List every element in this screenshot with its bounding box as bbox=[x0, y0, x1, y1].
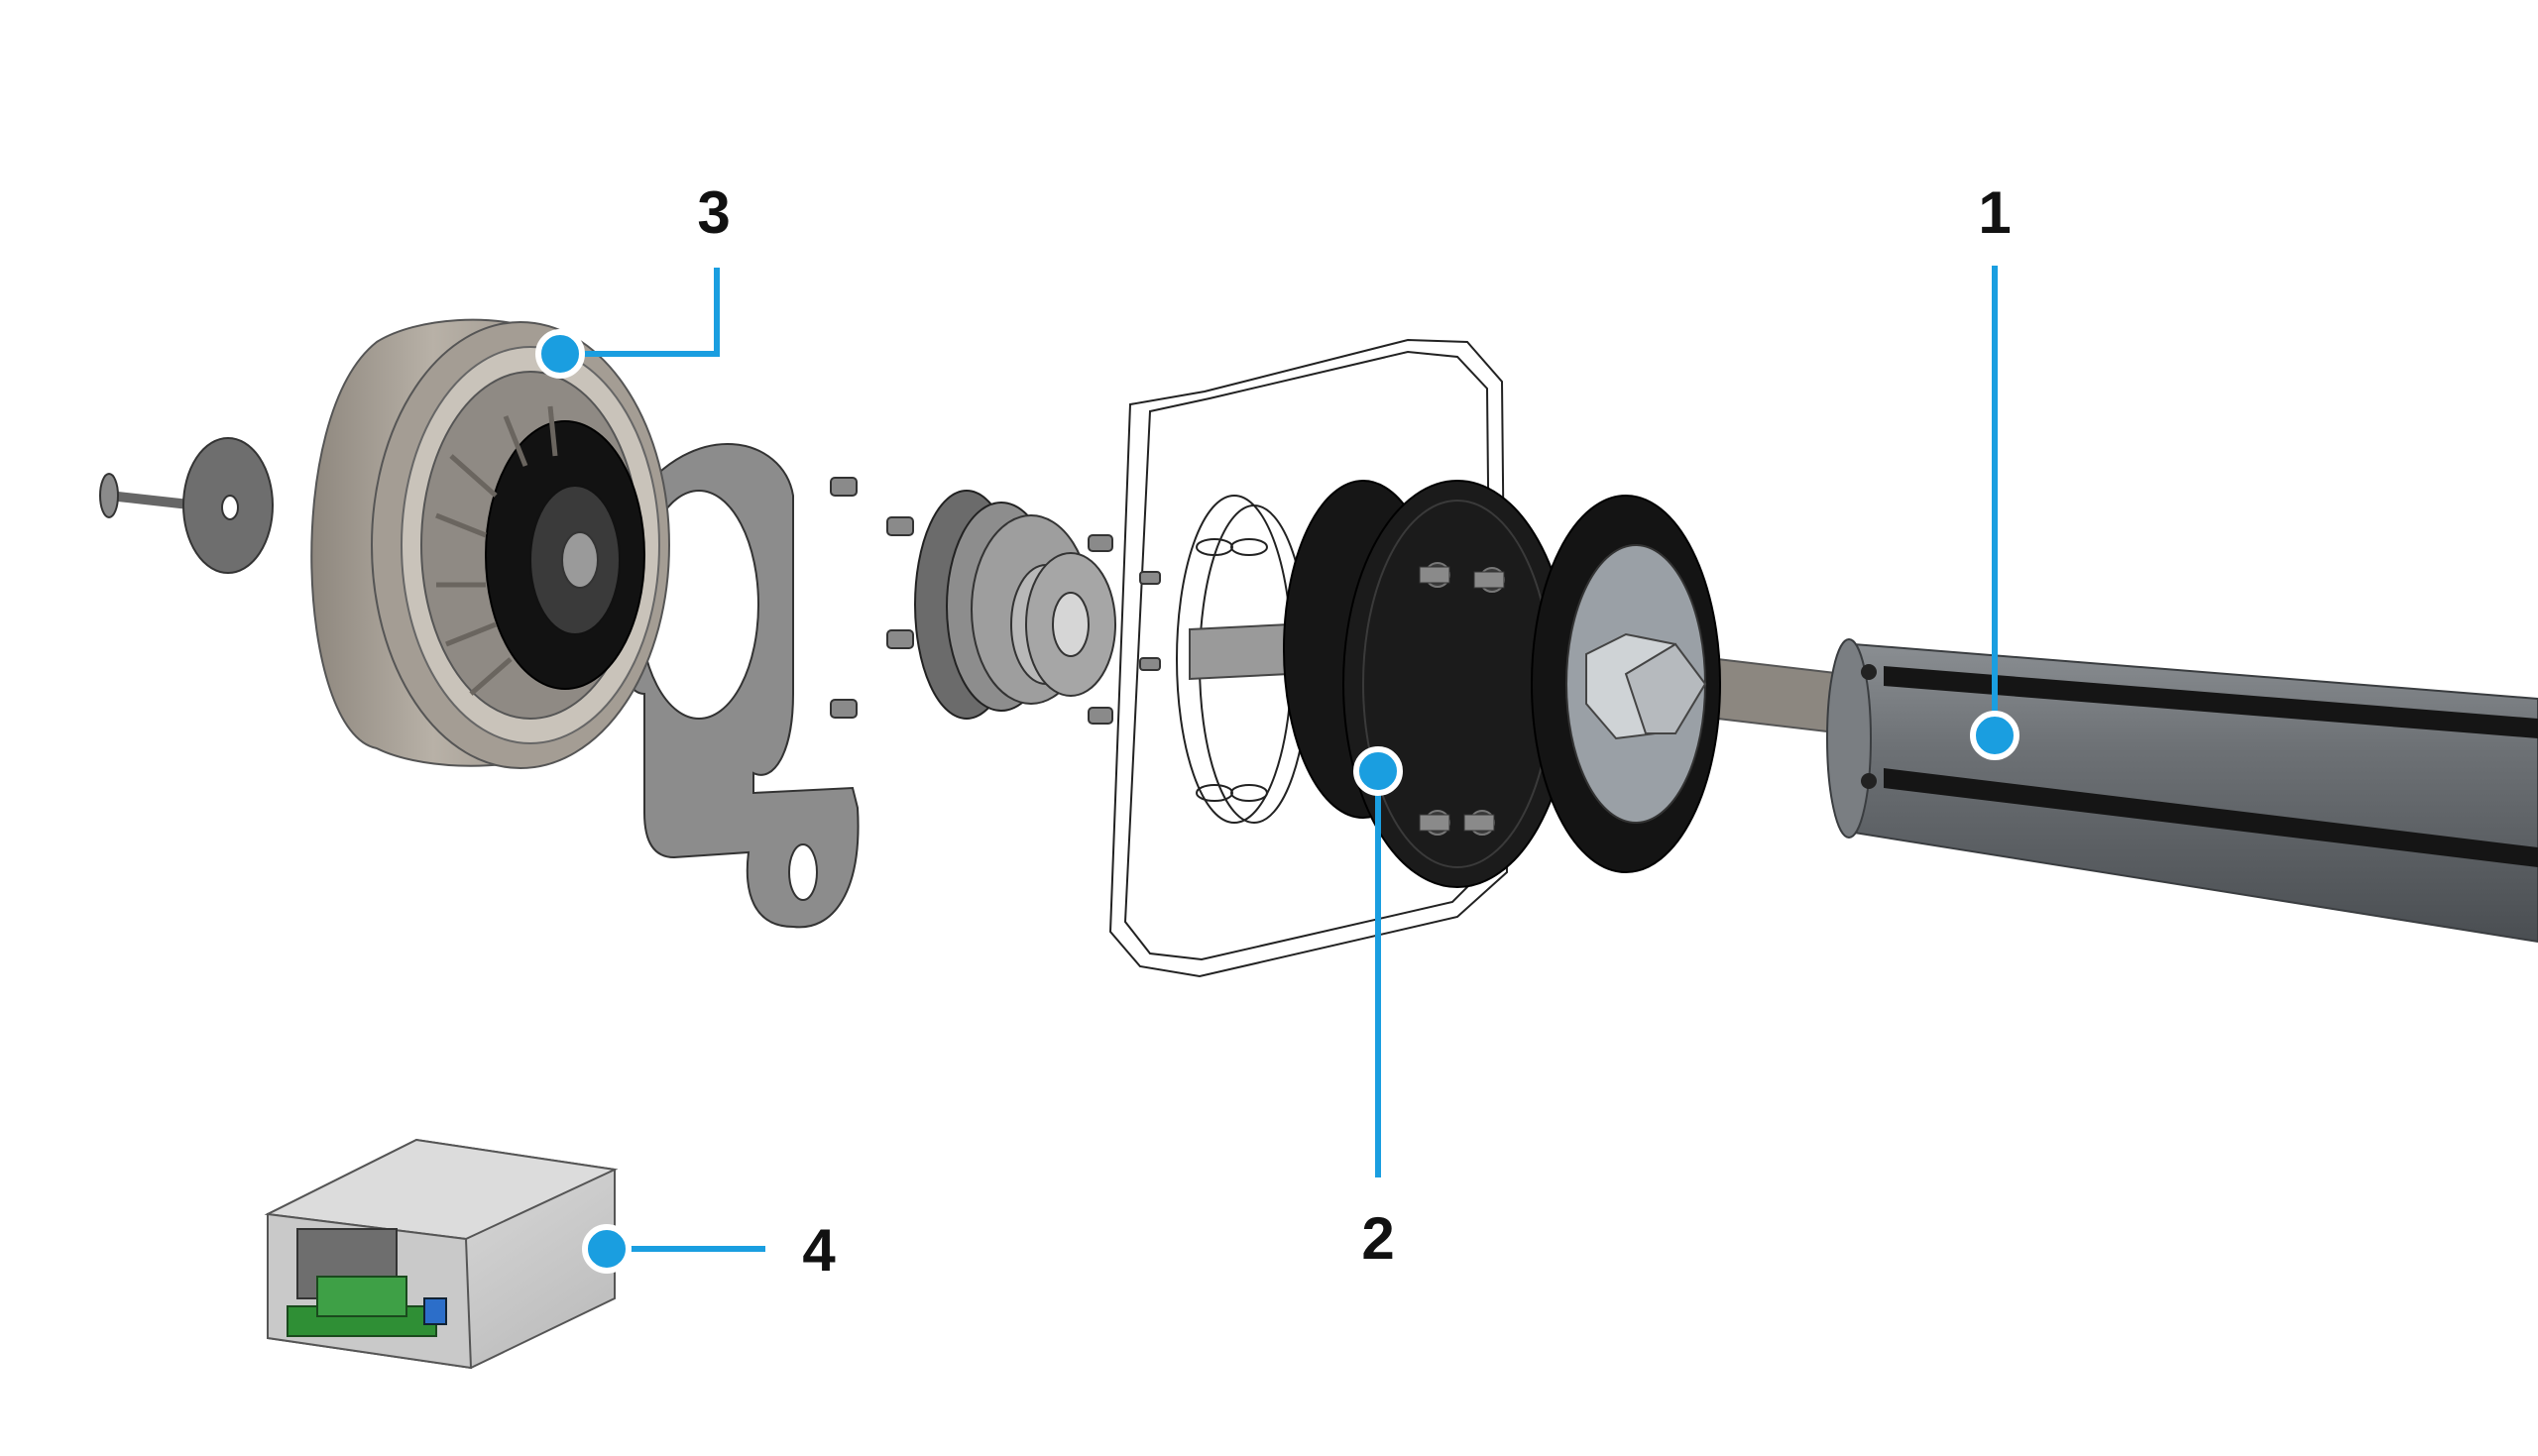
callout-3-marker bbox=[535, 329, 585, 379]
callout-4-label: 4 bbox=[802, 1217, 836, 1284]
callout-markers bbox=[535, 329, 2019, 1274]
callout-1-marker bbox=[1970, 711, 2019, 760]
adapter-assembly bbox=[1189, 480, 1721, 888]
washer-and-pin bbox=[99, 437, 274, 574]
tube-assembly bbox=[1674, 638, 2538, 944]
callout-4-marker bbox=[582, 1224, 632, 1274]
callout-1-label: 1 bbox=[1978, 179, 2012, 246]
callout-leaders bbox=[560, 266, 1998, 1252]
timing-pulley bbox=[914, 490, 1116, 720]
callout-3-label: 3 bbox=[697, 179, 731, 246]
controller-box bbox=[264, 1138, 619, 1370]
motor-housing bbox=[310, 318, 670, 769]
callout-2-label: 2 bbox=[1361, 1205, 1395, 1272]
fastener-screws bbox=[830, 477, 1161, 725]
callout-3-leader bbox=[560, 268, 720, 357]
callout-2-marker bbox=[1353, 746, 1403, 796]
